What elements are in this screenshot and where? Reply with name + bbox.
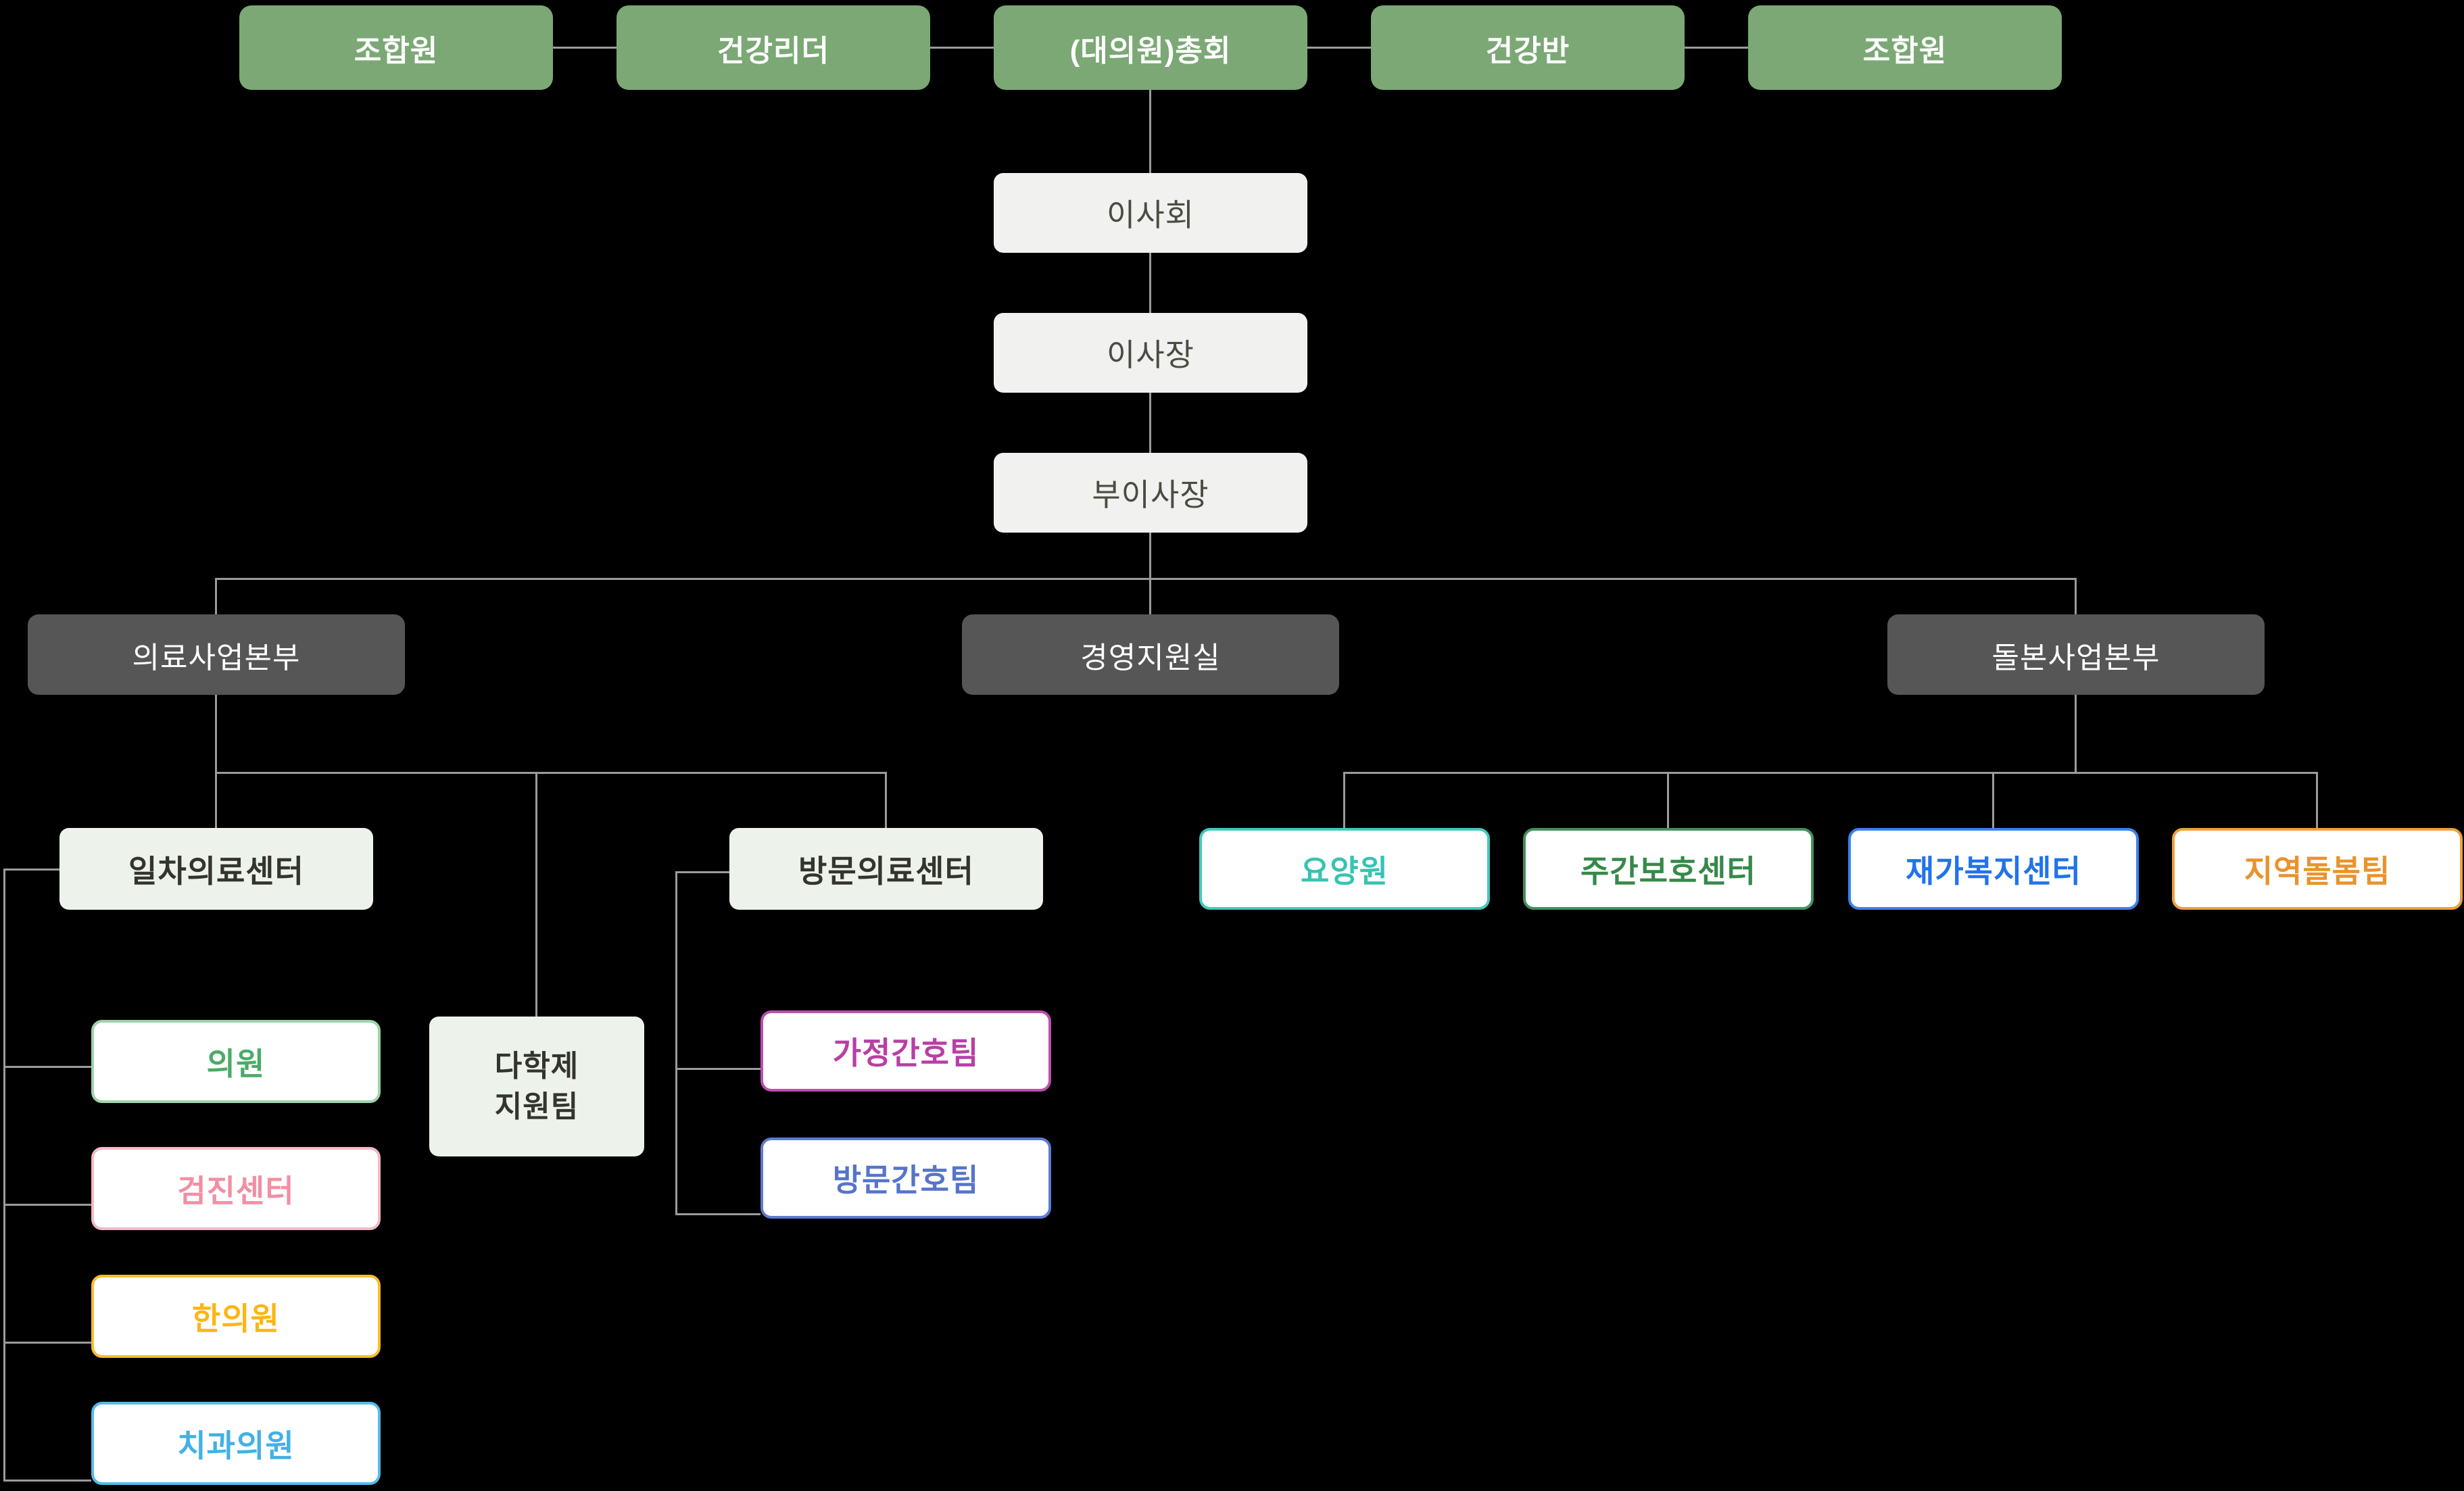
connector — [2075, 695, 2077, 772]
node-label: 조합원 — [1862, 34, 1948, 68]
node-primary-care-center: 일차의료센터 — [59, 828, 373, 910]
connector — [675, 871, 729, 873]
node-nursing-home: 요양원 — [1199, 828, 1490, 910]
connector — [2316, 772, 2318, 828]
connector — [553, 47, 617, 49]
connector — [1992, 772, 1994, 828]
node-member-right: 조합원 — [1748, 5, 2062, 90]
node-screening-center: 검진센터 — [91, 1147, 381, 1230]
connector — [3, 1066, 91, 1068]
connector — [535, 772, 537, 1017]
connector — [675, 1068, 760, 1070]
node-label: 건강리더 — [717, 34, 829, 68]
node-dental-clinic: 치과의원 — [91, 1402, 381, 1485]
node-general-assembly: (대의원)총회 — [994, 5, 1307, 90]
node-health-group: 건강반 — [1371, 5, 1685, 90]
node-label: 방문간호팀 — [832, 1163, 980, 1198]
connector — [3, 869, 59, 871]
node-visiting-nursing-team: 방문간호팀 — [760, 1138, 1051, 1219]
connector — [885, 772, 887, 828]
node-label: 의원 — [206, 1046, 266, 1081]
node-korean-medicine-clinic: 한의원 — [91, 1275, 381, 1358]
node-label: 이사회 — [1107, 197, 1194, 233]
connector — [1307, 47, 1371, 49]
connector — [3, 1480, 91, 1482]
node-label: 가정간호팀 — [832, 1035, 980, 1071]
connector — [1667, 772, 1669, 828]
node-care-division: 돌본사업본부 — [1887, 614, 2265, 695]
node-visiting-care-center: 방문의료센터 — [729, 828, 1043, 910]
connector — [1149, 90, 1151, 173]
connector — [216, 578, 2076, 580]
node-label: 건강반 — [1485, 34, 1570, 68]
node-label: 지역돌봄팀 — [2244, 853, 2391, 889]
connector — [675, 871, 677, 1215]
node-label-line2: 지원팀 — [494, 1090, 579, 1123]
node-home-nursing-team: 가정간호팀 — [760, 1010, 1051, 1092]
node-label: 요양원 — [1301, 853, 1388, 889]
node-board-of-directors: 이사회 — [994, 173, 1307, 253]
connector — [215, 578, 217, 614]
node-label-line1: 다학제 — [494, 1050, 579, 1083]
connector — [3, 869, 5, 1482]
node-label: 돌본사업본부 — [1991, 641, 2160, 675]
node-label: 방문의료센터 — [798, 853, 974, 889]
connector — [930, 47, 994, 49]
connector — [1343, 772, 1345, 828]
connector — [1149, 393, 1151, 453]
node-label: 한의원 — [192, 1300, 280, 1336]
node-label: 부이사장 — [1092, 477, 1209, 512]
node-management-support: 경영지원실 — [962, 614, 1339, 695]
node-home-welfare-center: 재가복지센터 — [1848, 828, 2139, 910]
node-medical-division: 의료사업본부 — [28, 614, 405, 695]
node-label: (대의원)총회 — [1069, 34, 1232, 68]
node-label: 이사장 — [1107, 337, 1194, 372]
connector — [1149, 253, 1151, 313]
node-health-leader: 건강리더 — [617, 5, 930, 90]
node-day-care-center: 주간보호센터 — [1523, 828, 1814, 910]
node-label: 조합원 — [354, 34, 439, 68]
connector — [3, 1342, 91, 1344]
connector — [215, 695, 217, 828]
connector — [3, 1204, 91, 1206]
connector — [1149, 533, 1151, 614]
node-label: 일차의료센터 — [128, 853, 304, 889]
node-label: 재가복지센터 — [1906, 853, 2081, 889]
connector — [1685, 47, 1748, 49]
node-label: 의료사업본부 — [132, 641, 301, 675]
node-multidisciplinary-support-team: 다학제 지원팀 — [429, 1017, 644, 1156]
node-label: 치과의원 — [177, 1427, 295, 1463]
node-vice-chairman: 부이사장 — [994, 453, 1307, 533]
connector — [216, 772, 886, 774]
node-label: 주간보호센터 — [1580, 853, 1756, 889]
node-chairman: 이사장 — [994, 313, 1307, 393]
connector — [2075, 578, 2077, 614]
node-community-care-team: 지역돌봄팀 — [2172, 828, 2463, 910]
node-label: 검진센터 — [177, 1173, 295, 1208]
node-clinic: 의원 — [91, 1020, 381, 1103]
connector — [675, 1213, 760, 1215]
connector — [1345, 772, 2317, 774]
node-member-left: 조합원 — [239, 5, 553, 90]
node-label: 경영지원실 — [1080, 641, 1221, 675]
